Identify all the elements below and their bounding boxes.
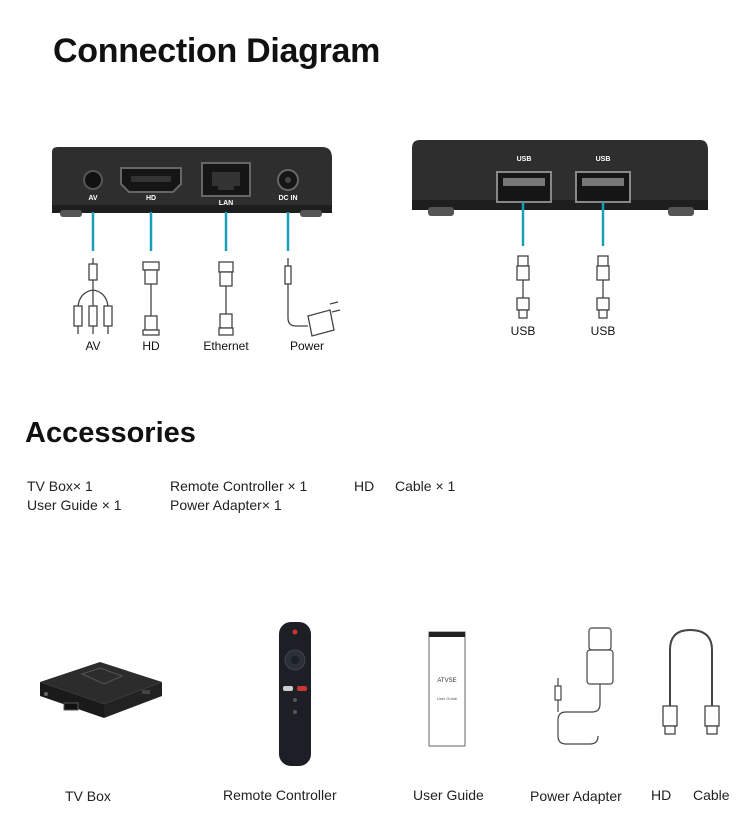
guide-brand: ATVSE	[437, 678, 457, 684]
connector-lines-right	[521, 202, 605, 246]
ethernet-cable-icon	[218, 261, 234, 336]
accessory-power-adapter: Power Adapter× 1	[170, 497, 282, 513]
cable-label-hd: HD	[142, 339, 160, 353]
left-device-diagram	[52, 140, 708, 337]
cable-label-usb-2: USB	[590, 324, 616, 338]
hd-cable-icon	[142, 261, 160, 336]
connector-lines-left	[91, 212, 290, 251]
tv-box-image	[40, 662, 162, 718]
left-foot-1	[60, 210, 82, 217]
cable-label-ethernet: Ethernet	[203, 339, 249, 353]
accessory-user-guide: User Guide × 1	[27, 497, 122, 513]
port-label-usb-1: USB	[516, 156, 532, 163]
accessory-remote: Remote Controller × 1	[170, 478, 308, 494]
cable-label-power: Power	[289, 339, 324, 353]
guide-subtitle: User Guide	[436, 696, 458, 701]
port-label-dc-in: DC IN	[278, 195, 298, 202]
av-cable-icon	[73, 258, 113, 334]
accessory-cable: Cable × 1	[395, 478, 456, 494]
accessories-title: Accessories	[25, 417, 196, 449]
av-port-icon	[83, 170, 103, 190]
cable-label-usb-1: USB	[510, 324, 536, 338]
product-images	[40, 622, 720, 766]
product-label-power-adapter: Power Adapter	[530, 788, 622, 804]
remote-controller-image	[279, 622, 311, 766]
product-label-user-guide: User Guide	[413, 787, 484, 803]
right-device-body	[412, 140, 708, 210]
cable-label-av: AV	[85, 339, 101, 353]
left-device-body	[52, 147, 332, 213]
right-foot-1	[428, 207, 454, 216]
usb-cable-1-icon	[516, 255, 530, 319]
hd-cable-image	[662, 628, 720, 735]
product-label-remote: Remote Controller	[223, 787, 337, 803]
usb-port-2-icon	[575, 171, 631, 203]
power-cable-icon	[284, 258, 341, 337]
usb-cable-2-icon	[596, 255, 610, 319]
product-label-cable: Cable	[693, 787, 730, 803]
right-foot-2	[668, 207, 694, 216]
accessory-tv-box: TV Box× 1	[27, 478, 93, 494]
product-label-hd: HD	[651, 787, 672, 803]
port-label-hd: HD	[145, 195, 157, 202]
left-foot-2	[300, 210, 322, 217]
connection-diagram-title: Connection Diagram	[53, 32, 381, 70]
accessory-hd: HD	[354, 478, 375, 494]
power-adapter-image	[554, 627, 614, 745]
port-label-usb-2: USB	[595, 156, 611, 163]
port-label-lan: LAN	[218, 200, 234, 207]
user-guide-image	[428, 631, 466, 747]
usb-port-1-icon	[496, 171, 552, 203]
product-label-tv-box: TV Box	[65, 788, 111, 804]
port-label-av: AV	[88, 195, 98, 202]
